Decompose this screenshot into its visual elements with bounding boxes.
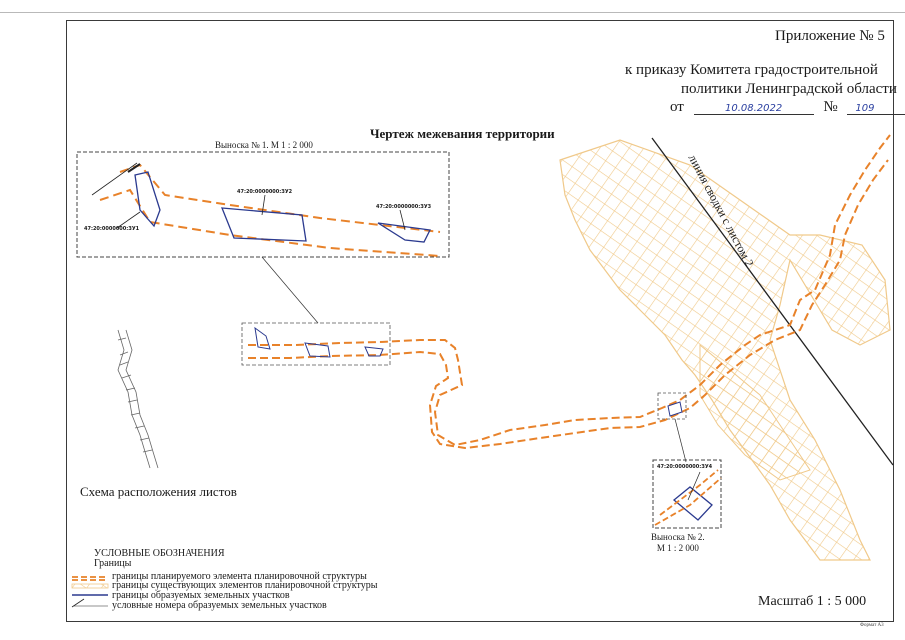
callout2-title: Выноска № 2. М 1 : 2 000 (651, 532, 705, 554)
legend-item-plots: границы образуемых земельных участков (112, 590, 290, 601)
legend-title: УСЛОВНЫЕ ОБОЗНАЧЕНИЯ (94, 548, 225, 559)
existing-structure-hatch (559, 139, 891, 561)
order-line-1: к приказу Комитета градостроительной (625, 62, 878, 78)
callout2-title-line2: М 1 : 2 000 (656, 543, 699, 553)
callout1-box (76, 151, 450, 258)
legend-item-planned: границы планируемого элемента планировоч… (112, 571, 367, 582)
legend-item-existing: границы существующих элементов планирово… (112, 580, 378, 591)
legend-symbols (71, 576, 109, 608)
callout1-title: Выноска № 1. М 1 : 2 000 (215, 140, 313, 150)
callout2-marker (657, 392, 687, 420)
callout2-box (652, 459, 722, 529)
top-rule (0, 12, 905, 13)
drawing-title: Чертеж межевания территории (370, 126, 555, 141)
sheet-layout-scheme (117, 329, 159, 469)
order-number-label: № (823, 99, 838, 115)
plot-label-zu4: 47:20:0000000:ЗУ4 (657, 464, 713, 470)
scheme-caption: Схема расположения листов (80, 484, 237, 499)
drawing-scale: Масштаб 1 : 5 000 (758, 594, 867, 609)
planned-boundary (248, 134, 891, 450)
order-number: 109 (847, 103, 905, 115)
seam-line (651, 137, 894, 466)
sheet-frame (66, 20, 894, 622)
order-line-2: политики Ленинградской области (681, 81, 897, 97)
sheet-format: Формат А3 (860, 623, 884, 628)
order-date-row: от 10.08.2022 № 109 (670, 99, 905, 116)
order-date: 10.08.2022 (693, 103, 814, 115)
legend-subtitle: Границы (94, 558, 132, 569)
callout1-marker (241, 322, 391, 366)
callout2-title-line1: Выноска № 2. (651, 532, 705, 542)
appendix-number: Приложение № 5 (775, 28, 885, 44)
legend-header: УСЛОВНЫЕ ОБОЗНАЧЕНИЯ Границы (94, 549, 225, 569)
order-from-label: от (670, 99, 684, 115)
legend-item-plot-numbers: условные номера образуемых земельных уча… (112, 600, 327, 611)
plot-label-zu2: 47:20:0000000:ЗУ2 (237, 189, 293, 195)
plot-label-zu3: 47:20:0000000:ЗУ3 (376, 204, 432, 210)
plot-label-zu1: 47:20:0000000:ЗУ1 (84, 226, 140, 232)
